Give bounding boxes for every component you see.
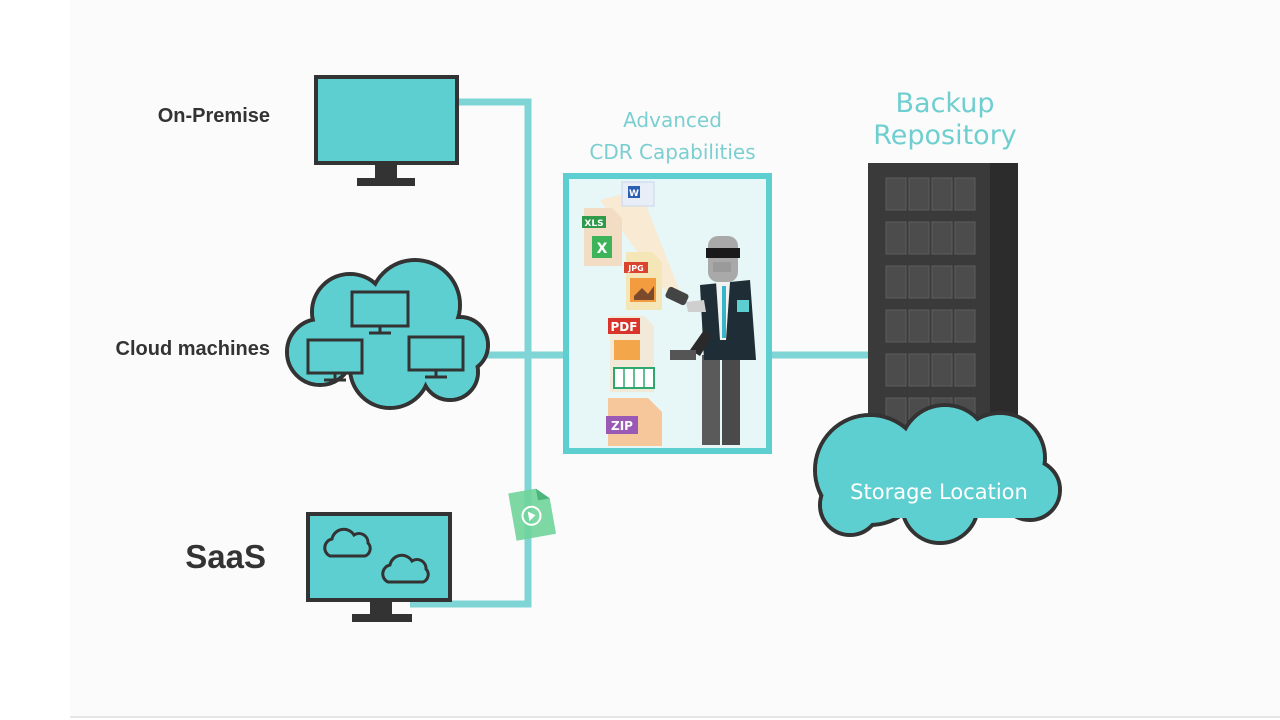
zip-file-icon: ZIP [606, 398, 662, 446]
panel-bottom-border [70, 716, 1280, 718]
on-premise-label: On-Premise [157, 105, 270, 127]
jpg-file-icon: JPG [624, 252, 662, 310]
svg-text:XLS: XLS [584, 219, 603, 229]
cloud-monitor-icon [350, 290, 410, 335]
pdf-file-icon: PDF [608, 316, 655, 392]
xls-file-icon: XLS X [582, 208, 622, 266]
cloud-machines-label: Cloud machines [115, 338, 270, 360]
svg-text:JPG: JPG [627, 264, 643, 273]
on-premise-monitor-icon [314, 75, 459, 186]
repository-title-line1: Backup [895, 88, 995, 119]
saas-label: SaaS [185, 538, 266, 575]
cloud-monitor-icon [407, 335, 465, 379]
repository-title-line2: Repository [873, 120, 1017, 151]
document-icon [508, 488, 557, 541]
cdr-title-line2: CDR Capabilities [589, 140, 756, 164]
cloud-machines-icon [285, 258, 490, 410]
storage-location-label: Storage Location [850, 480, 1028, 504]
storage-cloud-icon [813, 403, 1062, 545]
svg-text:PDF: PDF [611, 320, 638, 334]
svg-text:W: W [629, 189, 639, 199]
connector-lines [410, 98, 870, 608]
cdr-title: Advanced CDR Capabilities [575, 104, 770, 168]
robot-scanner-icon [665, 236, 756, 445]
cdr-title-line1: Advanced [623, 108, 722, 132]
svg-text:X: X [597, 241, 608, 257]
svg-text:ZIP: ZIP [611, 419, 633, 433]
saas-cloud-icon [323, 527, 430, 584]
cdr-scanner-box: W XLS X JPG PDF [563, 173, 772, 454]
cloud-monitor-icon [306, 338, 364, 382]
saas-monitor-icon [306, 512, 452, 622]
backup-repository-title: Backup Repository [845, 88, 1045, 152]
word-file-icon: W [621, 181, 655, 207]
